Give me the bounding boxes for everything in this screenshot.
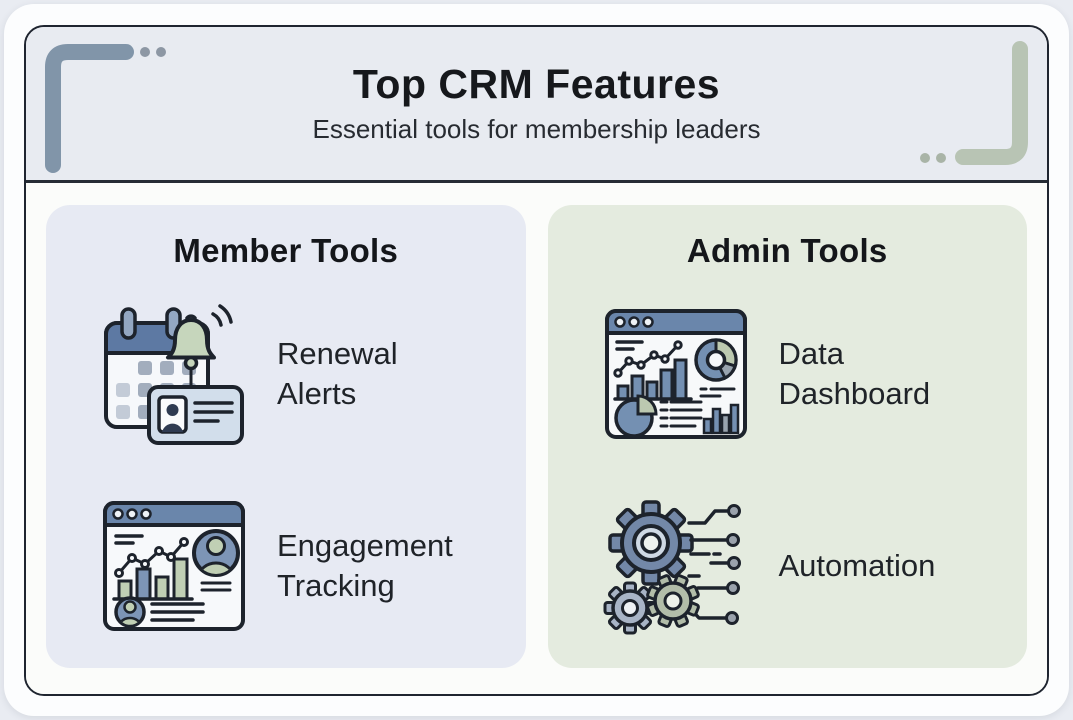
- member-item-renewal-alerts: Renewal Alerts: [46, 299, 526, 449]
- data-dashboard-window-icon: [601, 299, 751, 449]
- header: Top CRM Features Essential tools for mem…: [26, 27, 1047, 183]
- automation-label: Automation: [778, 548, 936, 583]
- panel-member-tools: Member Tools: [46, 205, 526, 668]
- renewal-alerts-label: Renewal Alerts: [277, 336, 398, 411]
- automation-gears-circuit-icon: [601, 491, 751, 641]
- admin-item-automation: Automation: [548, 491, 1028, 641]
- engagement-tracking-label: Engagement Tracking: [277, 528, 453, 603]
- calendar-bell-id-card-icon: [99, 299, 249, 449]
- page-title: Top CRM Features: [352, 61, 721, 107]
- content-area: Member Tools: [26, 183, 1047, 694]
- panel-admin-tools: Admin Tools: [547, 205, 1028, 668]
- data-dashboard-label: Data Dashboard: [778, 336, 931, 411]
- page-subtitle: Essential tools for membership leaders: [312, 114, 761, 144]
- admin-item-data-dashboard: Data Dashboard: [548, 299, 1028, 449]
- member-tools-title: Member Tools: [173, 232, 399, 269]
- bordered-frame: Top CRM Features Essential tools for mem…: [24, 25, 1049, 696]
- engagement-analytics-window-icon: [99, 491, 249, 641]
- member-item-engagement-tracking: Engagement Tracking: [46, 491, 526, 641]
- admin-tools-title: Admin Tools: [686, 232, 888, 269]
